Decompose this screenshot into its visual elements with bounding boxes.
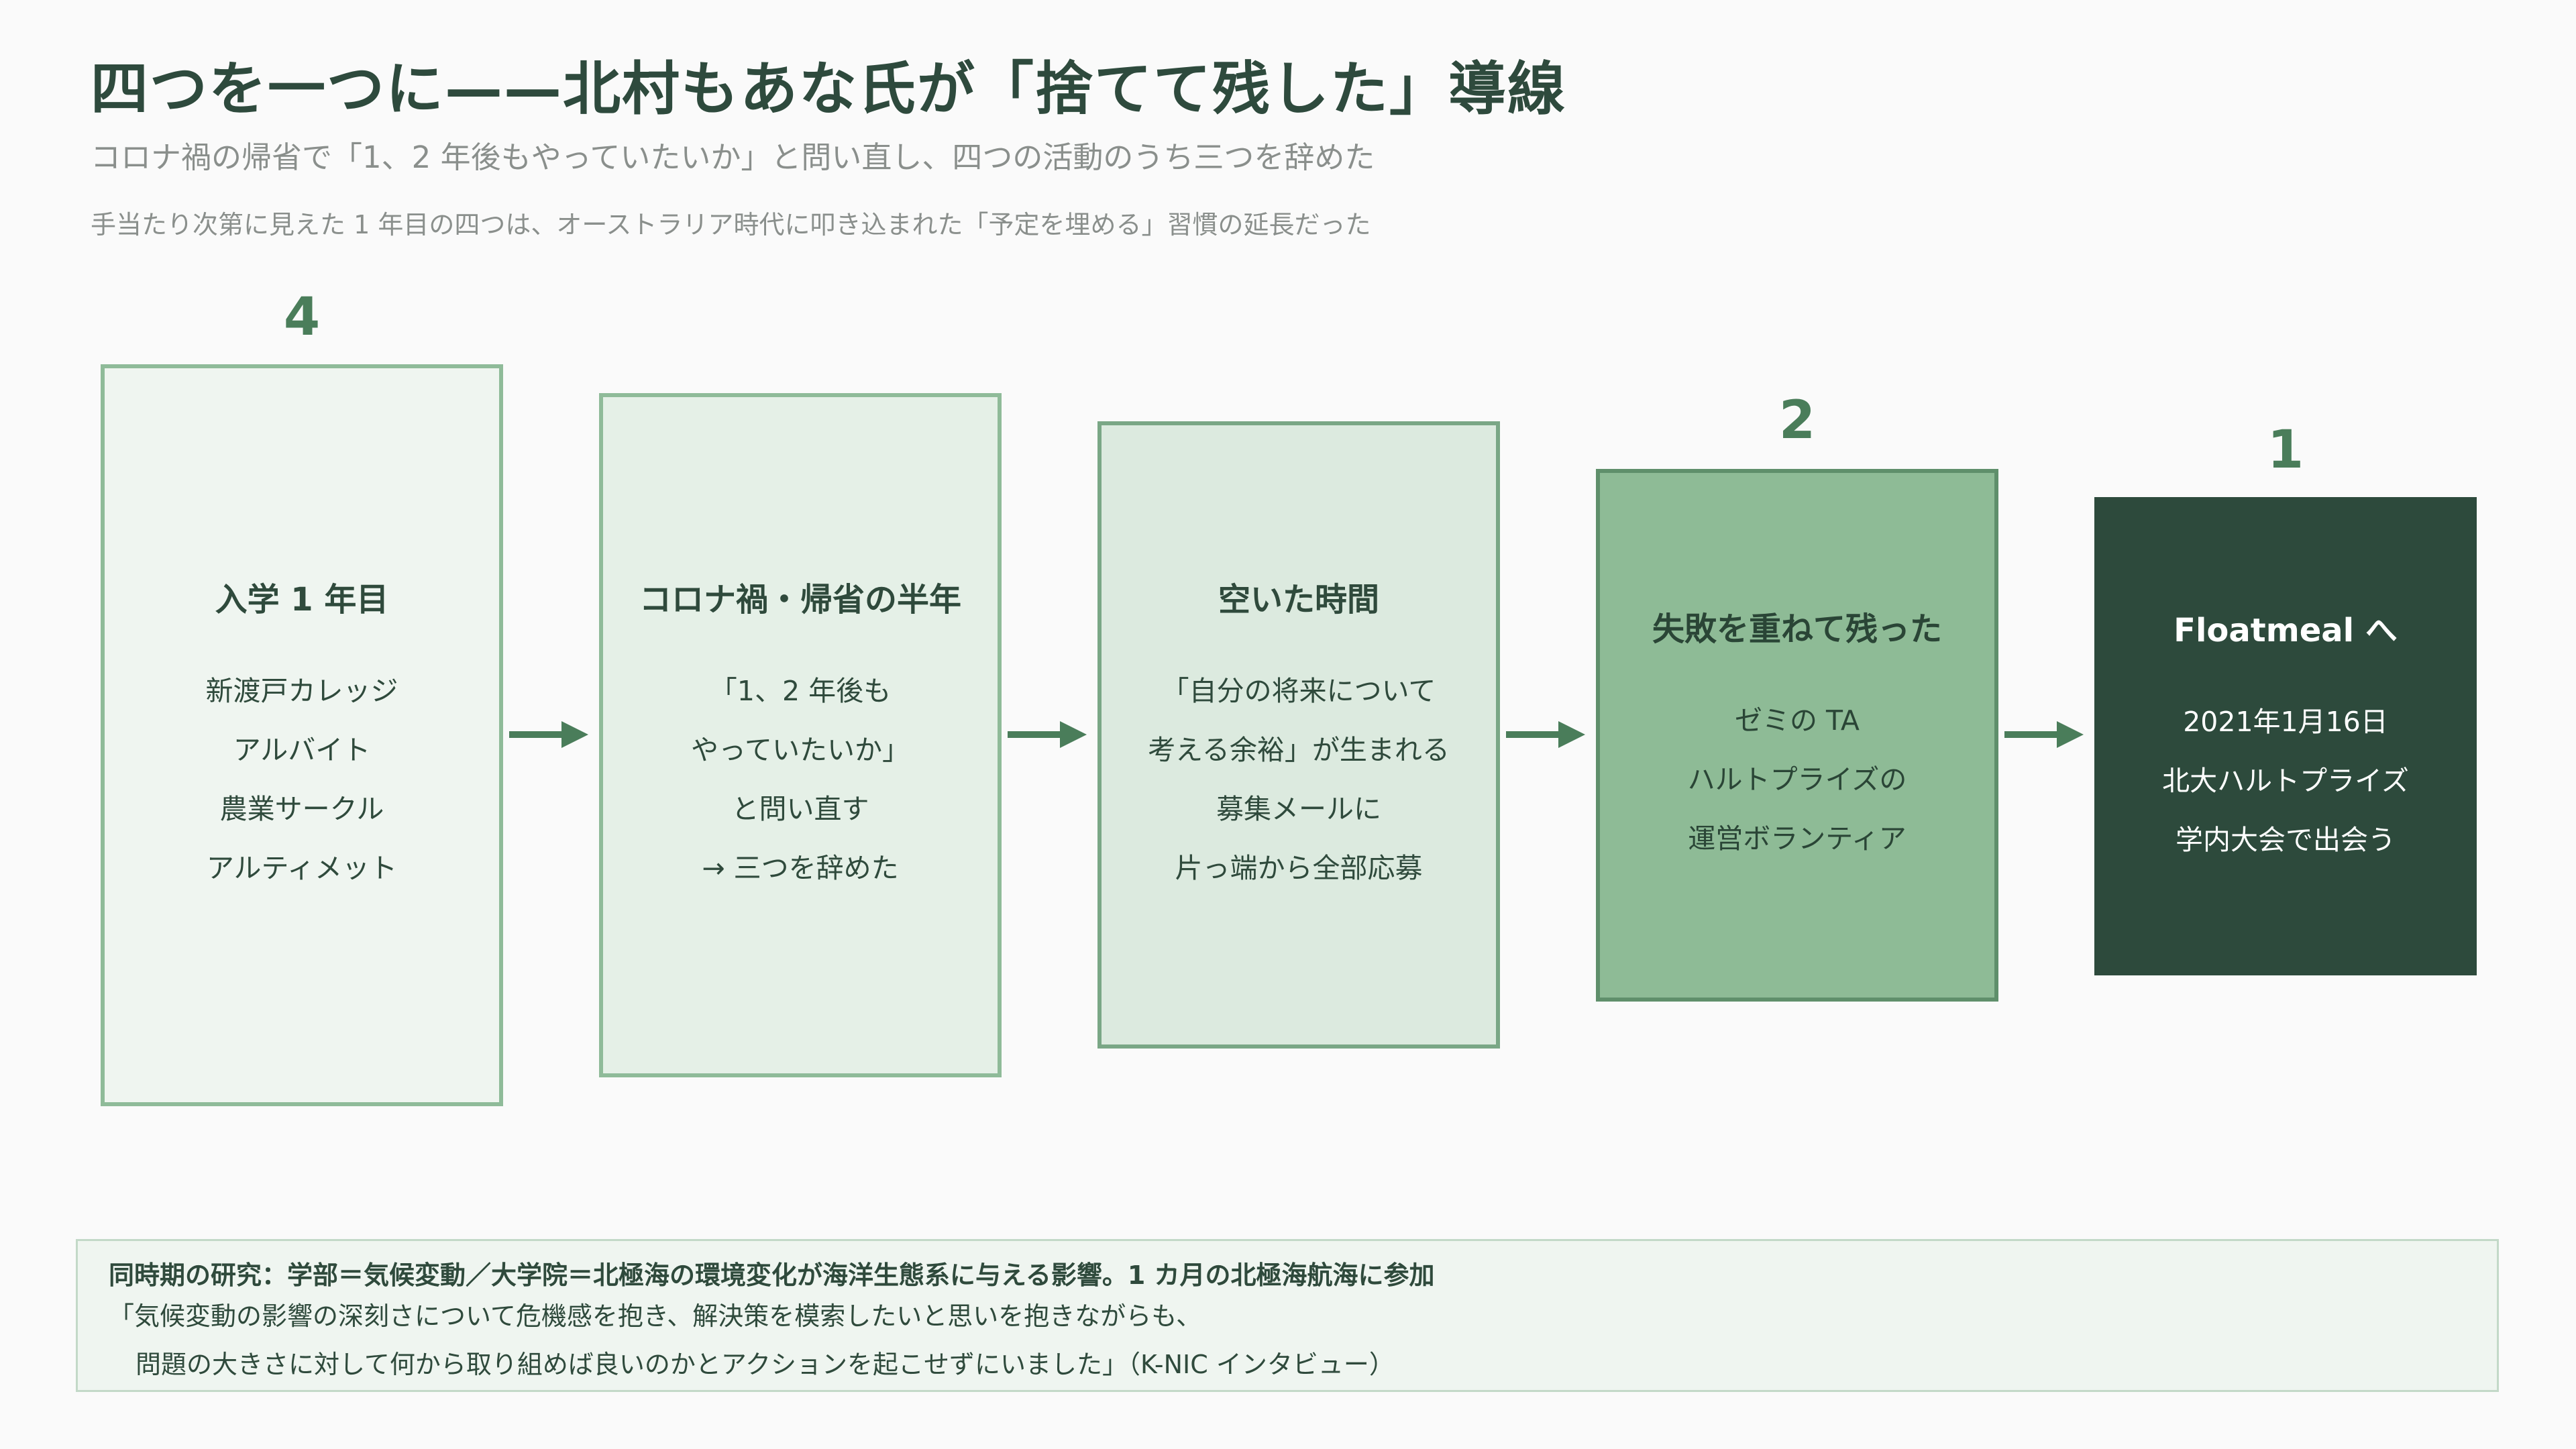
step-5-line-1: 2021年1月16日 xyxy=(2183,705,2388,738)
step-3-title: 空いた時間 xyxy=(1218,580,1379,619)
step-4-line-1: ゼミの TA xyxy=(1735,704,1860,737)
research-quote-line-1: 「気候変動の影響の深刻さについて危機感を抱き、解決策を模索したいと思いを抱きなが… xyxy=(109,1301,1202,1331)
step-2-title: コロナ禍・帰省の半年 xyxy=(639,581,961,619)
step-box-4: 失敗を重ねて残った ゼミの TA ハルトプライズの 運営ボランティア xyxy=(1596,469,1998,1002)
step-4-line-2: ハルトプライズの xyxy=(1687,763,1907,796)
step-1-title: 入学 1 年目 xyxy=(215,581,389,619)
research-note-heading: 同時期の研究：学部＝気候変動／大学院＝北極海の環境変化が海洋生態系に与える影響。… xyxy=(109,1260,1435,1290)
step-box-3: 空いた時間 「自分の将来について 考える余裕」が生まれる 募集メールに 片っ端か… xyxy=(1097,421,1500,1049)
step-4-count: 2 xyxy=(1778,390,1816,451)
page-subtitle: コロナ禍の帰省で「1、2 年後もやっていたいか」と問い直し、四つの活動のうち三つ… xyxy=(91,140,1375,175)
step-1-line-1: 新渡戸カレッジ xyxy=(205,675,398,707)
step-5-line-2: 北大ハルトプライズ xyxy=(2162,764,2409,797)
step-box-1: 入学 1 年目 新渡戸カレッジ アルバイト 農業サークル アルティメット xyxy=(101,364,503,1106)
step-box-2: コロナ禍・帰省の半年 「1、2 年後も やっていたいか」 と問い直す → 三つを… xyxy=(599,393,1002,1077)
arrow-right-icon xyxy=(1008,721,1087,748)
step-3-line-2: 考える余裕」が生まれる xyxy=(1148,733,1450,766)
step-3-line-1: 「自分の将来について xyxy=(1161,674,1436,707)
step-5-count: 1 xyxy=(2267,420,2304,480)
step-1-count: 4 xyxy=(283,287,321,347)
step-2-line-4: → 三つを辞めた xyxy=(702,852,899,884)
step-4-title: 失敗を重ねて残った xyxy=(1652,610,1942,648)
page-title: 四つを一つに——北村もあな氏が「捨てて残した」導線 xyxy=(91,56,1566,123)
research-note-panel: 同時期の研究：学部＝気候変動／大学院＝北極海の環境変化が海洋生態系に与える影響。… xyxy=(76,1239,2499,1392)
step-3-line-4: 片っ端から全部応募 xyxy=(1175,851,1423,884)
step-4-line-3: 運営ボランティア xyxy=(1688,822,1907,855)
research-quote-line-2: 問題の大きさに対して何から取り組めば良いのかとアクションを起こせずにいました」（… xyxy=(136,1350,1395,1379)
step-2-line-1: 「1、2 年後も xyxy=(709,675,892,707)
step-5-line-3: 学内大会で出会う xyxy=(2176,823,2396,856)
arrow-right-icon xyxy=(509,721,588,748)
step-1-line-3: 農業サークル xyxy=(219,793,384,825)
arrow-right-icon xyxy=(1506,721,1585,748)
page-note: 手当たり次第に見えた 1 年目の四つは、オーストラリア時代に叩き込まれた「予定を… xyxy=(91,210,1371,239)
step-5-title: Floatmeal へ xyxy=(2174,611,2398,649)
step-1-line-2: アルバイト xyxy=(233,734,371,766)
step-box-5: Floatmeal へ 2021年1月16日 北大ハルトプライズ 学内大会で出会… xyxy=(2094,497,2477,975)
arrow-right-icon xyxy=(2004,721,2084,748)
step-2-line-2: やっていたいか」 xyxy=(691,734,910,766)
step-2-line-3: と問い直す xyxy=(731,793,869,825)
step-3-line-3: 募集メールに xyxy=(1216,792,1381,825)
step-1-line-4: アルティメット xyxy=(206,852,398,884)
